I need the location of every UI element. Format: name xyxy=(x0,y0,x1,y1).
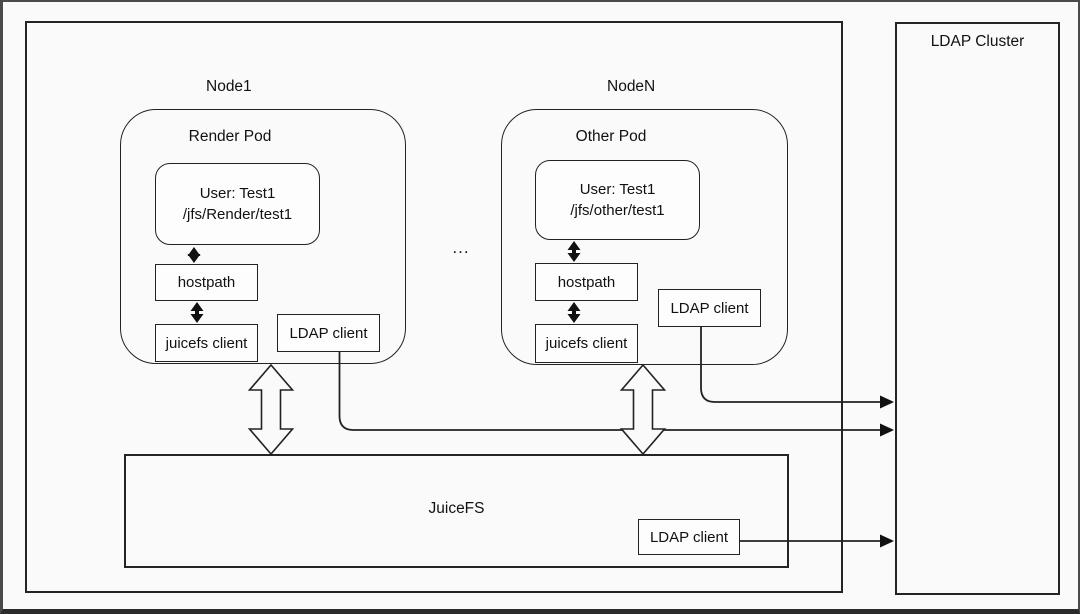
ldap-client-box-juicefs: LDAP client xyxy=(638,519,740,555)
juicefs-label: JuiceFS xyxy=(428,500,485,517)
ldap-cluster-label: LDAP Cluster xyxy=(930,33,1025,50)
node1-label: Node1 xyxy=(206,78,252,95)
user-box-nodeN-line2: /jfs/other/test1 xyxy=(570,202,665,219)
ldap-client-label-juicefs: LDAP client xyxy=(649,528,729,546)
ldap-client-label-nodeN: LDAP client xyxy=(670,299,749,317)
render-pod-title: Render Pod xyxy=(188,128,272,145)
hostpath-box-node1: hostpath xyxy=(155,264,258,301)
user-box-node1: User: Test1 /jfs/Render/test1 xyxy=(155,163,320,245)
arrowhead-icon xyxy=(880,423,894,437)
juicefs-box: JuiceFS xyxy=(124,454,789,568)
ldap-cluster-box: LDAP Cluster xyxy=(895,22,1060,595)
nodes-ellipsis: ... xyxy=(452,238,470,257)
ldap-client-label-node1: LDAP client xyxy=(289,324,368,342)
juicefs-client-label-node1: juicefs client xyxy=(165,334,248,352)
juicefs-client-box-nodeN: juicefs client xyxy=(535,324,638,363)
other-pod-title: Other Pod xyxy=(575,128,647,145)
user-box-nodeN: User: Test1 /jfs/other/test1 xyxy=(535,160,700,240)
juicefs-client-label-nodeN: juicefs client xyxy=(545,335,628,352)
arrowhead-icon xyxy=(880,395,894,409)
user-box-node1-line1: User: Test1 xyxy=(199,185,276,202)
hostpath-box-nodeN: hostpath xyxy=(535,263,638,301)
nodeN-label: NodeN xyxy=(607,78,656,95)
user-box-node1-line2: /jfs/Render/test1 xyxy=(182,206,293,223)
ldap-client-box-nodeN: LDAP client xyxy=(658,289,761,327)
juicefs-client-box-node1: juicefs client xyxy=(155,324,258,362)
nodes-cluster-box xyxy=(25,21,843,593)
render-pod xyxy=(120,109,406,364)
arrowhead-icon xyxy=(880,534,894,548)
user-box-nodeN-line1: User: Test1 xyxy=(579,181,656,198)
ldap-client-box-node1: LDAP client xyxy=(277,314,380,352)
hostpath-label-nodeN: hostpath xyxy=(557,273,616,291)
hostpath-label-node1: hostpath xyxy=(177,274,236,291)
